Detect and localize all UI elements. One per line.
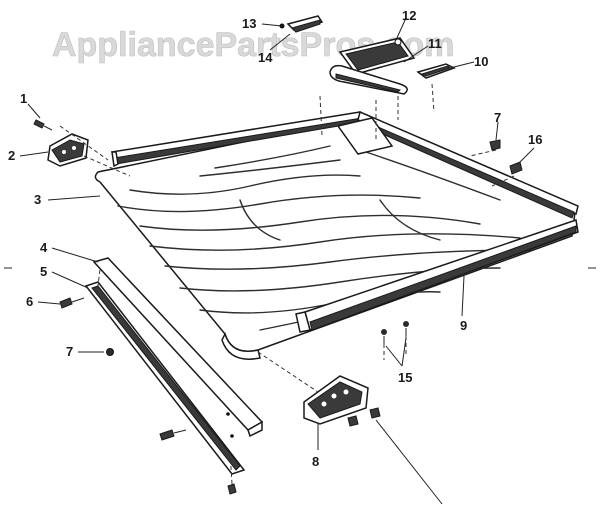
front-frame-rail	[295, 219, 579, 333]
handle-plate-12	[338, 37, 416, 75]
callout-15: 15	[398, 370, 412, 385]
screw-7-left	[106, 348, 114, 356]
callout-1: 1	[20, 91, 27, 106]
rear-left-bracket	[47, 133, 89, 167]
callout-11: 11	[428, 36, 442, 51]
callout-13: 13	[242, 16, 256, 31]
callout-8: 8	[312, 454, 319, 469]
callout-2: 2	[8, 148, 15, 163]
callout-9: 9	[460, 318, 467, 333]
callout-6: 6	[26, 294, 33, 309]
handle-bracket-13	[279, 15, 324, 33]
callout-7-left: 7	[66, 344, 73, 359]
callout-5: 5	[40, 264, 47, 279]
callout-7-right: 7	[494, 110, 501, 125]
side-angle-bracket	[84, 281, 246, 475]
front-bracket	[303, 375, 369, 425]
clip-16	[509, 161, 523, 175]
callout-12: 12	[402, 8, 416, 23]
wood-panel	[94, 117, 576, 360]
callout-leader-lines	[19, 17, 535, 505]
rear-mounting-cutout	[336, 117, 394, 155]
handle-grip-11	[329, 64, 408, 95]
screws-15	[381, 321, 409, 344]
handle-clip-10	[416, 63, 456, 79]
callout-labels: 1 2 3 4 5 6 7 8 9 10 11 12 13 14 15 7 16	[8, 8, 542, 469]
front-bracket-screws	[347, 407, 381, 427]
callout-4: 4	[40, 240, 48, 255]
side-trim-strip	[92, 257, 264, 438]
screw-1	[33, 119, 53, 131]
strip-screws	[159, 429, 237, 495]
screw-7-right	[489, 139, 501, 151]
assembly-guide-lines	[59, 83, 515, 485]
callout-10: 10	[474, 54, 488, 69]
callout-14: 14	[258, 50, 273, 65]
callout-3: 3	[34, 192, 41, 207]
screw-6	[59, 297, 85, 309]
callout-16: 16	[528, 132, 542, 147]
